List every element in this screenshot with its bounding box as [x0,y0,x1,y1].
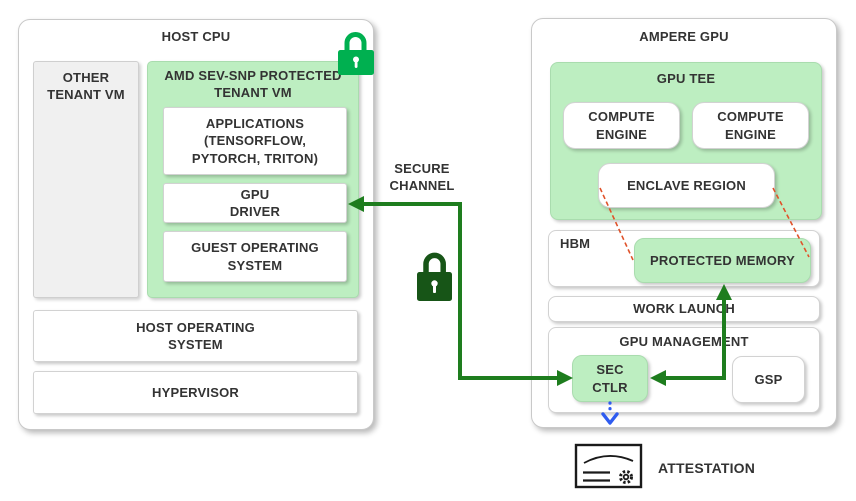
sev-snp-vm-title: AMD SEV-SNP PROTECTED TENANT VM [164,68,342,101]
compute-engine-box-2: COMPUTE ENGINE [692,102,809,149]
work-launch-box: WORK LAUNCH [548,296,820,322]
hypervisor-box: HYPERVISOR [33,371,358,414]
gpu-driver-label: GPU DRIVER [229,186,281,219]
secure-channel-label: SECURE CHANNEL [389,161,455,194]
gpu-tee-title: GPU TEE [656,71,716,86]
sec-ctlr-label: SEC CTLR [592,362,628,395]
gpu-driver-box: GPU DRIVER [163,183,347,223]
lock-icon-secure-channel [417,252,452,301]
gear-icon [619,470,633,484]
ampere-gpu-title: AMPERE GPU [639,29,729,44]
protected-memory-label: PROTECTED MEMORY [649,252,795,268]
other-tenant-vm-box [33,61,139,298]
enclave-region-box: ENCLAVE REGION [598,163,775,208]
host-os-label: HOST OPERATING SYSTEM [136,319,255,352]
lock-keyhole [431,280,438,287]
work-launch-label: WORK LAUNCH [633,301,735,317]
gsp-box: GSP [732,356,805,403]
gpu-management-title: GPU MANAGEMENT [619,334,749,349]
certificate-arc [583,455,634,464]
hypervisor-label: HYPERVISOR [151,384,239,400]
guest-os-box: GUEST OPERATING SYSTEM [163,231,347,282]
compute-engine-label-1: COMPUTE ENGINE [588,109,655,142]
other-tenant-vm-label: OTHER TENANT VM [47,70,125,103]
guest-os-label: GUEST OPERATING SYSTEM [191,240,319,273]
certificate-outline [574,443,643,489]
applications-label: APPLICATIONS (TENSORFLOW, PYTORCH, TRITO… [191,116,319,166]
gsp-label: GSP [754,371,783,387]
gear-icon-center [622,473,630,481]
host-os-box: HOST OPERATING SYSTEM [33,310,358,362]
lock-shackle [423,252,446,273]
host-cpu-title: HOST CPU [161,29,231,44]
lock-body [417,272,452,301]
hbm-label: HBM [560,236,591,251]
compute-engine-label-2: COMPUTE ENGINE [717,109,784,142]
protected-memory-box: PROTECTED MEMORY [634,238,811,283]
sec-ctlr-box: SEC CTLR [572,355,648,402]
attestation-icon [574,443,643,489]
applications-box: APPLICATIONS (TENSORFLOW, PYTORCH, TRITO… [163,107,347,175]
secure-channel-line [363,202,559,380]
enclave-region-label: ENCLAVE REGION [627,177,746,193]
compute-engine-box-1: COMPUTE ENGINE [563,102,680,149]
attestation-label: ATTESTATION [658,460,756,476]
lock-keyhole-stem [433,285,436,293]
